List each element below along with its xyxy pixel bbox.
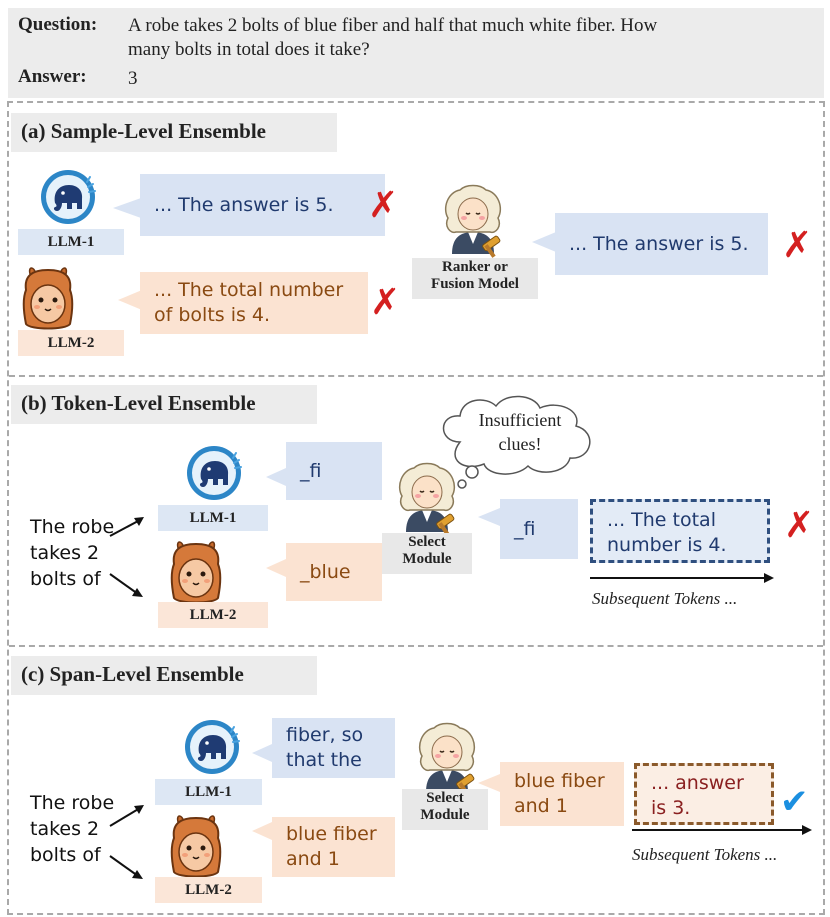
select-label-line-1: Select <box>408 534 446 550</box>
bubble-tail <box>113 198 141 218</box>
bubble-tail <box>252 822 272 840</box>
llm2-span-line-2: and 1 <box>286 848 340 870</box>
judge-icon <box>418 722 476 797</box>
bubble-tail <box>532 232 556 252</box>
prompt-line-3: bolts of <box>30 568 101 590</box>
result-line-2: number is 4. <box>607 534 727 556</box>
llm2-output-bubble: ... The total number of bolts is 4. <box>140 272 368 334</box>
section-b-title: (b) Token-Level Ensemble <box>11 385 317 424</box>
answer-value: 3 <box>128 68 138 89</box>
final-output-bubble: ... The answer is 5. <box>555 213 768 275</box>
llm2-label: LLM-2 <box>155 877 262 903</box>
bubble-tail <box>266 559 286 577</box>
llm1-span-line-2: that the <box>286 749 362 771</box>
prompt-line-1: The robe <box>30 516 115 538</box>
ensemble-frame <box>7 101 825 915</box>
llm2-label: LLM-2 <box>158 602 268 628</box>
thought-line-1: Insufficient <box>478 410 562 430</box>
prompt-text-b: The robe takes 2 bolts of <box>30 514 114 592</box>
divider-b-c <box>9 645 823 647</box>
result-box-c: ... answer is 3. <box>634 763 774 825</box>
prompt-line-3: bolts of <box>30 844 101 866</box>
llm1-token-bubble: _fi <box>286 442 382 500</box>
select-label-line-1: Select <box>426 790 464 806</box>
result-line-2: is 3. <box>651 797 691 819</box>
select-label-line-2: Module <box>402 551 452 567</box>
llm2-span-bubble: blue fiber and 1 <box>272 817 395 877</box>
llama-icon <box>170 815 222 878</box>
llm2-label: LLM-2 <box>18 330 124 356</box>
llm2-token-bubble: _blue <box>286 543 382 601</box>
llm1-label: LLM-1 <box>18 229 124 255</box>
question-line-2: many bolts in total does it take? <box>128 39 370 60</box>
selected-span-bubble: blue fiber and 1 <box>500 762 624 826</box>
llm1-output-bubble: ... The answer is 5. <box>140 174 385 236</box>
bubble-tail <box>118 290 142 310</box>
llm1-span-bubble: fiber, so that the <box>272 718 395 778</box>
bubble-tail <box>252 744 272 762</box>
llm1-label: LLM-1 <box>158 505 268 531</box>
llm1-span-line-1: fiber, so <box>286 724 364 746</box>
llm2-span-line-1: blue fiber <box>286 823 377 845</box>
selected-span-line-2: and 1 <box>514 795 568 817</box>
arrow-to-llm1 <box>109 519 141 537</box>
prompt-line-1: The robe <box>30 792 115 814</box>
ranker-label-line-2: Fusion Model <box>431 276 519 292</box>
cross-mark-icon: ✗ <box>784 505 815 546</box>
arrow-to-llm1 <box>109 807 141 827</box>
cross-mark-icon: ✗ <box>370 282 401 323</box>
question-label: Question: <box>18 14 98 35</box>
llm2-output-line-2: of bolts is 4. <box>154 304 271 326</box>
prompt-line-2: takes 2 <box>30 818 100 840</box>
check-mark-icon: ✔ <box>780 782 809 822</box>
bubble-tail <box>266 468 286 486</box>
thought-cloud-icon <box>442 395 591 489</box>
section-c-title: (c) Span-Level Ensemble <box>11 656 317 695</box>
result-line-1: ... The total <box>607 509 716 531</box>
section-a-title: (a) Sample-Level Ensemble <box>11 113 337 152</box>
select-module-label: Select Module <box>382 533 472 574</box>
thought-line-2: clues! <box>498 434 542 454</box>
question-line-1: A robe takes 2 bolts of blue fiber and h… <box>128 15 658 36</box>
result-box-b: ... The total number is 4. <box>590 499 770 563</box>
thought-text: Insufficient clues! <box>470 408 570 456</box>
arrow-to-llm2 <box>109 573 139 595</box>
ranker-label: Ranker or Fusion Model <box>412 258 538 299</box>
select-label-line-2: Module <box>420 807 470 823</box>
answer-label: Answer: <box>18 66 87 87</box>
divider-a-b <box>9 375 823 377</box>
select-module-label: Select Module <box>402 789 488 830</box>
subsequent-tokens-label: Subsequent Tokens ... <box>592 589 738 608</box>
prompt-text-c: The robe takes 2 bolts of <box>30 790 114 868</box>
cross-mark-icon: ✗ <box>368 185 399 226</box>
question-panel <box>8 8 824 98</box>
bubble-tail <box>478 774 500 792</box>
bubble-tail <box>478 508 500 526</box>
result-line-1: ... answer <box>651 772 744 794</box>
elephant-icon <box>184 719 240 775</box>
llm2-output-line-1: ... The total number <box>154 279 344 301</box>
ranker-label-line-1: Ranker or <box>442 259 508 275</box>
selected-token-bubble: _fi <box>500 499 578 559</box>
subsequent-tokens-label: Subsequent Tokens ... <box>632 845 778 864</box>
selected-span-line-1: blue fiber <box>514 770 605 792</box>
arrow-to-llm2 <box>109 855 139 877</box>
llm1-label: LLM-1 <box>155 779 262 805</box>
prompt-line-2: takes 2 <box>30 542 100 564</box>
cross-mark-icon: ✗ <box>782 225 813 266</box>
